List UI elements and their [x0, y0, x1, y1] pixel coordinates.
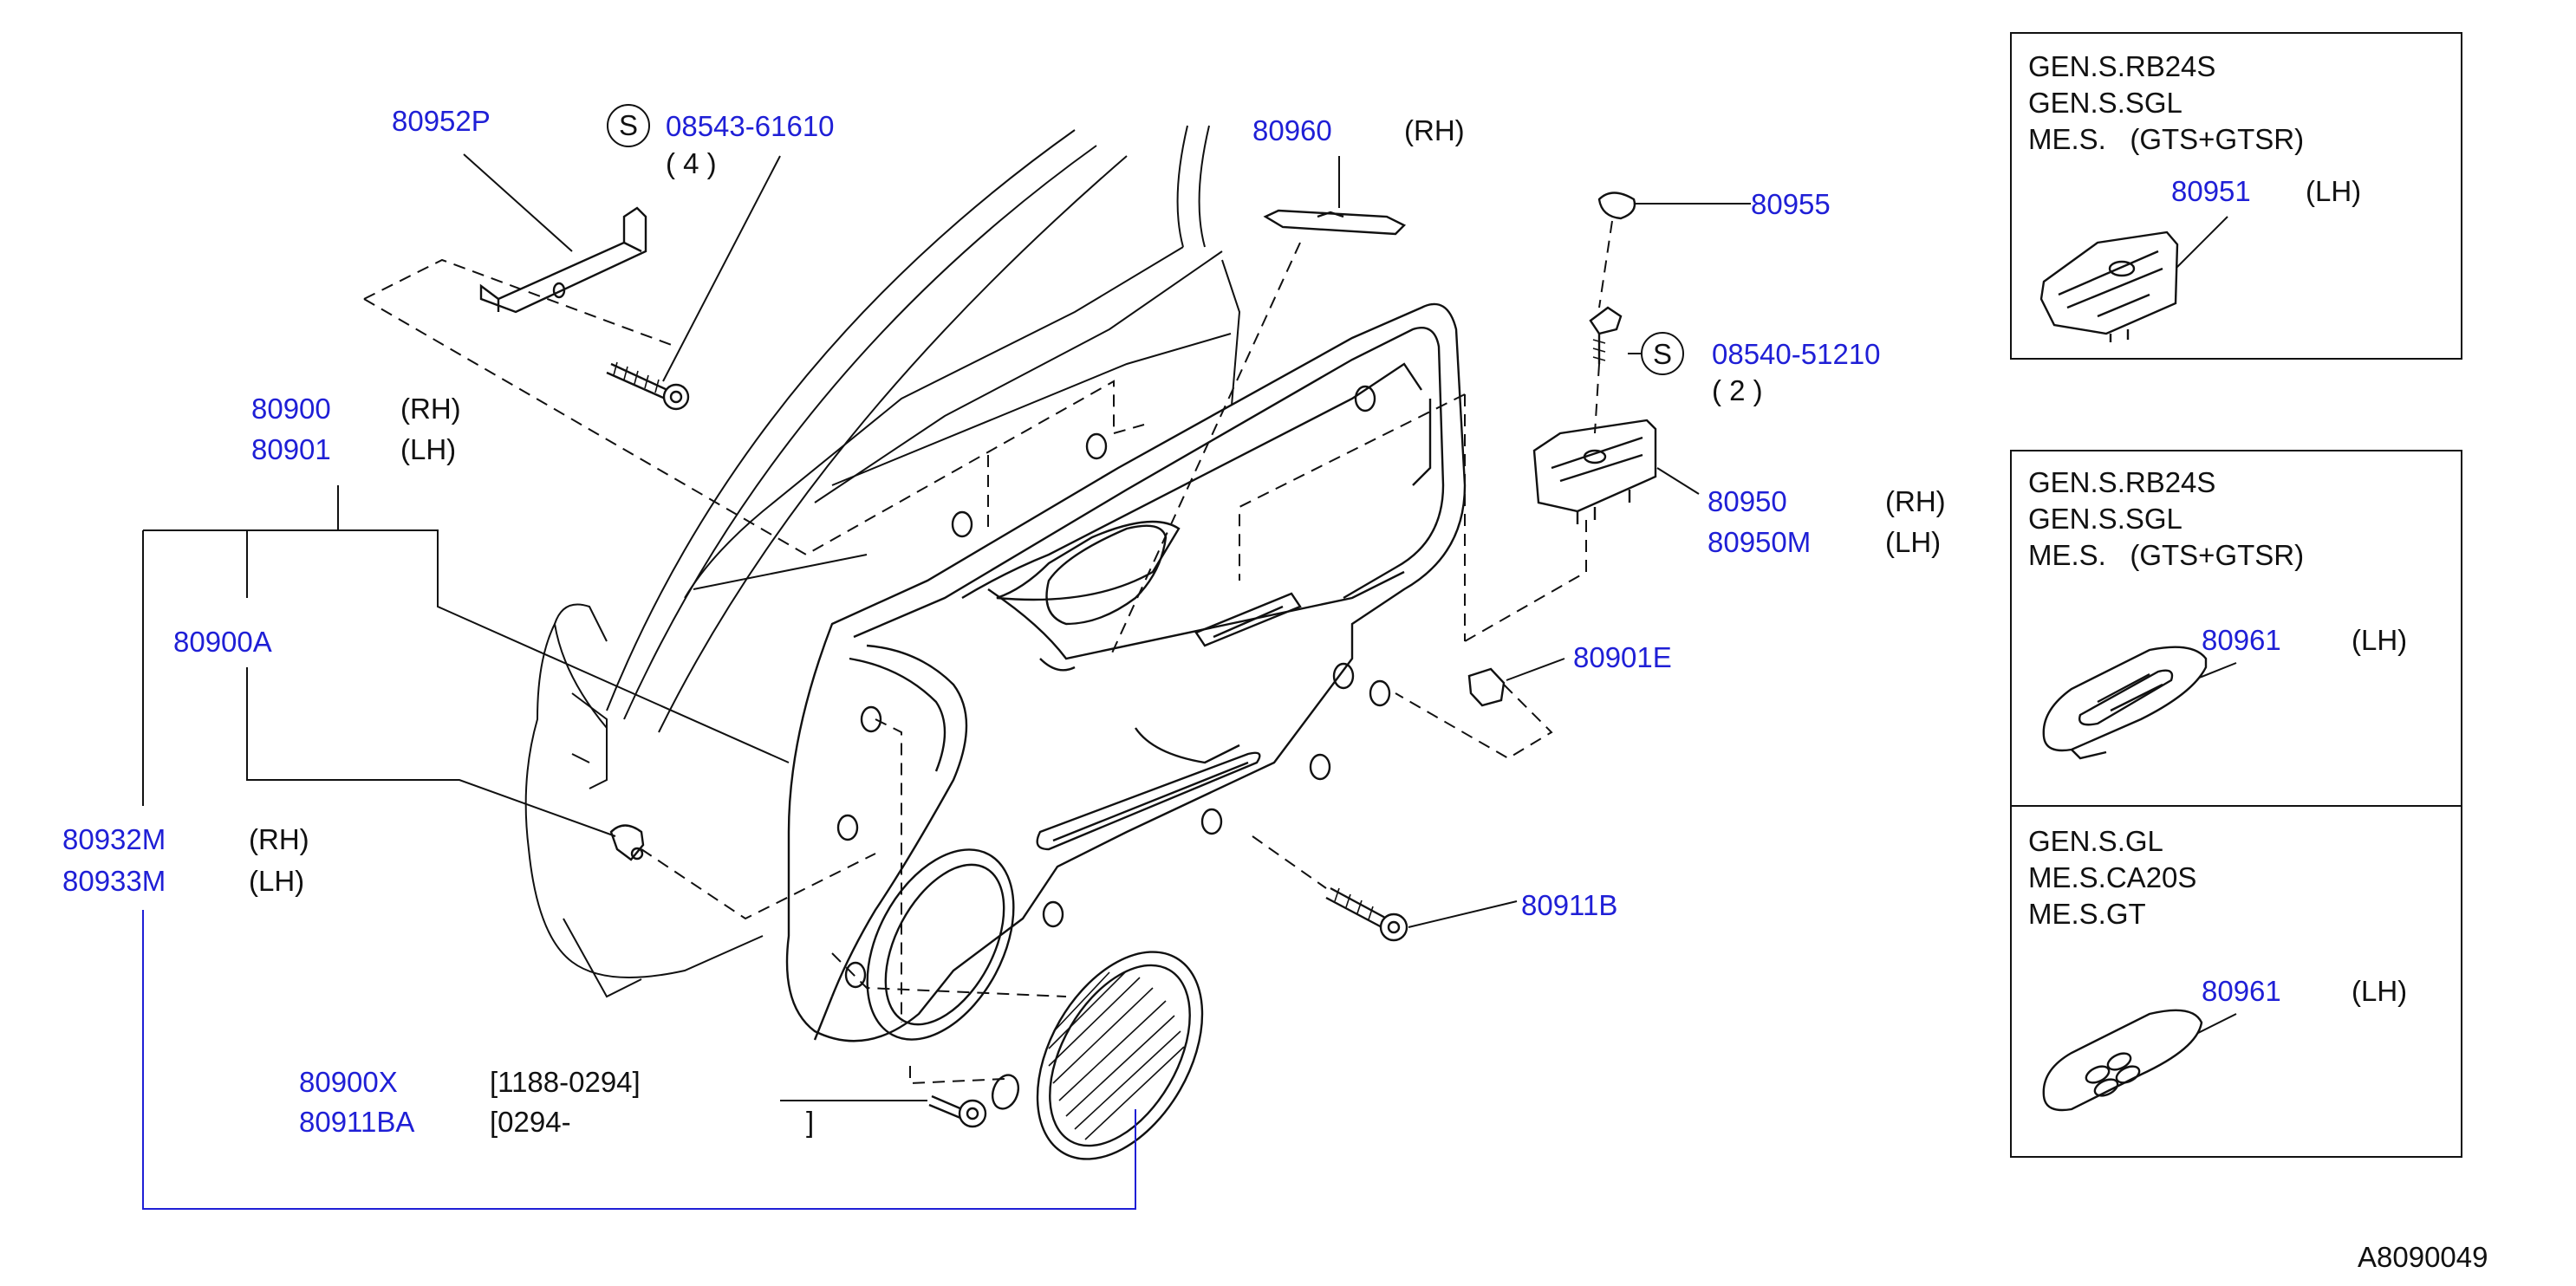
inset-box-1: GEN.S.RB24S GEN.S.SGL ME.S. (GTS+GTSR) 8… — [2010, 32, 2462, 360]
clip-80932M — [609, 824, 645, 861]
leader-lines — [142, 153, 1751, 1210]
screw-80911B — [1325, 887, 1408, 942]
part-number-label: 08543-61610 — [666, 110, 835, 142]
door-frame-outline — [524, 125, 1241, 998]
side-label: (RH) — [1885, 485, 1946, 517]
part-number-label: 80933M — [62, 865, 166, 897]
part-number-label: 80900 — [251, 393, 331, 425]
quantity-label: ( 2 ) — [1712, 374, 1763, 406]
diagram-id: A8090049 — [2358, 1241, 2488, 1273]
clip-80901E — [1467, 667, 1506, 707]
trim-piece-80960 — [1263, 209, 1407, 236]
part-number-label: 80950M — [1708, 526, 1811, 558]
date-range-label: [0294- — [490, 1106, 571, 1138]
switch-bezel-80950 — [1532, 419, 1657, 524]
variant-line: ME.S.GT — [2028, 898, 2146, 930]
side-label: (LH) — [249, 865, 304, 897]
part-number-label: 08540-51210 — [1712, 338, 1881, 370]
variant-line: ME.S. (GTS+GTSR) — [2028, 123, 2304, 155]
standard-part-mark: S — [619, 109, 638, 141]
side-label: (LH) — [1885, 526, 1941, 558]
inset-box-2: GEN.S.RB24S GEN.S.SGL ME.S. (GTS+GTSR) 8… — [2010, 450, 2462, 807]
date-range-label: ] — [806, 1106, 814, 1138]
screw-08540-51210 — [1589, 306, 1623, 364]
side-label: (RH) — [249, 823, 309, 855]
part-number-label: 80950 — [1708, 485, 1787, 517]
part-number-label: 80932M — [62, 823, 166, 855]
variant-line: GEN.S.RB24S — [2028, 466, 2215, 498]
variant-line: GEN.S.GL — [2028, 825, 2163, 857]
part-number-label: 80900A — [173, 626, 272, 658]
quantity-label: ( 4 ) — [666, 147, 717, 179]
variant-line: ME.S.CA20S — [2028, 861, 2196, 893]
door-trim-panel — [785, 302, 1467, 1042]
part-number-label: 80911BA — [299, 1106, 414, 1138]
part-number-label: 80961 — [2202, 975, 2281, 1007]
cap-80955 — [1597, 192, 1636, 220]
speaker-grille — [1036, 951, 1204, 1160]
part-number-label: 80952P — [392, 105, 491, 137]
variant-line: GEN.S.RB24S — [2028, 50, 2215, 82]
screw-08543-61610 — [606, 361, 690, 411]
standard-part-mark: S — [1653, 338, 1672, 370]
standard-part-circle — [1641, 332, 1684, 375]
inset-box-3: GEN.S.GL ME.S.CA20S ME.S.GT 80961 (LH) — [2010, 805, 2462, 1158]
variant-line: GEN.S.SGL — [2028, 503, 2182, 535]
bracket-80952P — [479, 206, 647, 314]
date-range-label: [1188-0294] — [490, 1066, 641, 1098]
side-label: (LH) — [400, 433, 456, 465]
side-label: (LH) — [2352, 624, 2407, 656]
standard-part-circle — [607, 104, 650, 147]
side-label: (RH) — [1404, 114, 1465, 146]
variant-line: ME.S. (GTS+GTSR) — [2028, 539, 2304, 571]
variant-line: GEN.S.SGL — [2028, 87, 2182, 119]
part-number-label: 80900X — [299, 1066, 398, 1098]
side-label: (LH) — [2306, 175, 2361, 207]
part-number-label: 80911B — [1521, 889, 1617, 921]
part-number-label: 80951 — [2171, 175, 2251, 207]
part-number-label: 80901E — [1573, 641, 1672, 673]
part-number-label: 80961 — [2202, 624, 2281, 656]
screw-80911BA — [928, 1074, 1020, 1128]
side-label: (LH) — [2352, 975, 2407, 1007]
part-number-label: 80960 — [1252, 114, 1332, 146]
assembly-lines — [363, 220, 1613, 1085]
side-label: (RH) — [400, 393, 461, 425]
part-number-label: 80901 — [251, 433, 331, 465]
callout-labels: 80952P S 08543-61610 ( 4 ) 80960 (RH) 80… — [62, 105, 1946, 1138]
part-number-label: 80955 — [1751, 188, 1831, 220]
